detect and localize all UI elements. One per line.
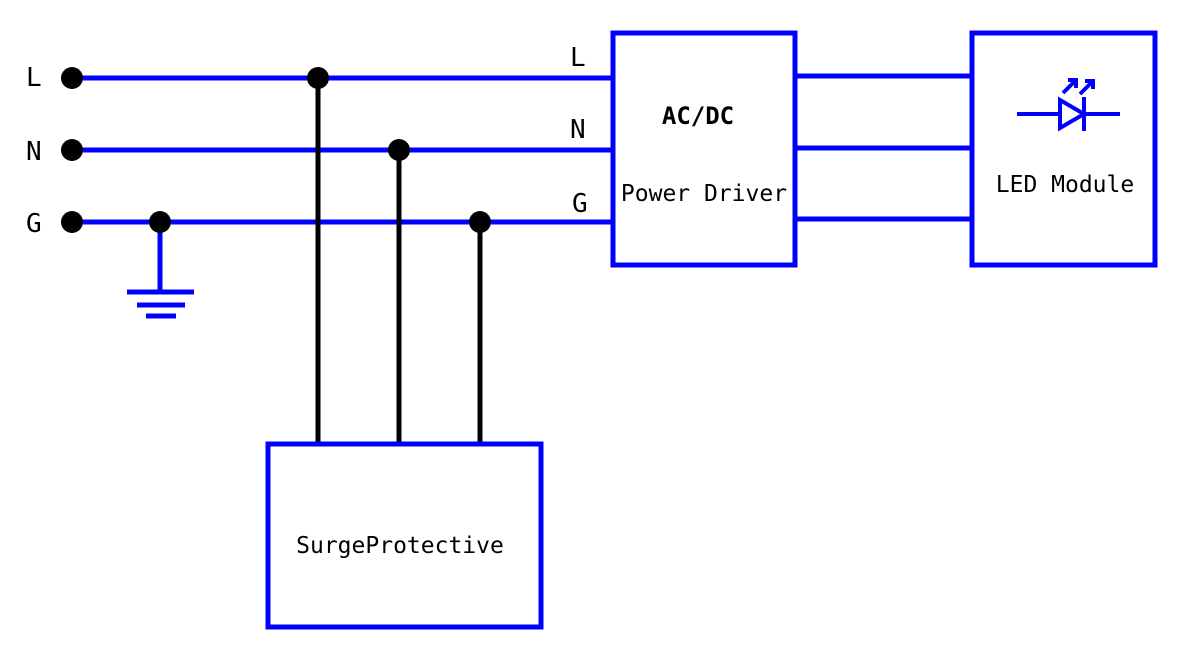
driver-pin-label-l: L — [570, 43, 586, 73]
junction-dot-l — [307, 67, 329, 89]
power-driver-subtitle: Power Driver — [621, 181, 787, 207]
terminal-dot-l — [61, 67, 83, 89]
led-module-label: LED Module — [996, 172, 1134, 198]
ground-icon — [127, 222, 194, 319]
driver-pin-label-g: G — [572, 189, 588, 219]
input-label-g: G — [26, 209, 42, 239]
driver-pin-label-n: N — [570, 115, 586, 145]
surge-protective-label: SurgeProtective — [296, 533, 504, 559]
junction-dot-g — [469, 211, 491, 233]
surge-protective-box — [265, 441, 544, 630]
terminal-dot-n — [61, 139, 83, 161]
power-driver-box — [610, 30, 798, 268]
power-driver-title: AC/DC — [662, 102, 734, 130]
input-label-n: N — [26, 137, 42, 167]
junction-dot-ground — [149, 211, 171, 233]
led-module-box — [969, 30, 1158, 268]
led-diode-icon — [1017, 78, 1120, 132]
terminal-dot-g — [61, 211, 83, 233]
input-label-l: L — [26, 63, 42, 93]
junction-dot-n — [388, 139, 410, 161]
